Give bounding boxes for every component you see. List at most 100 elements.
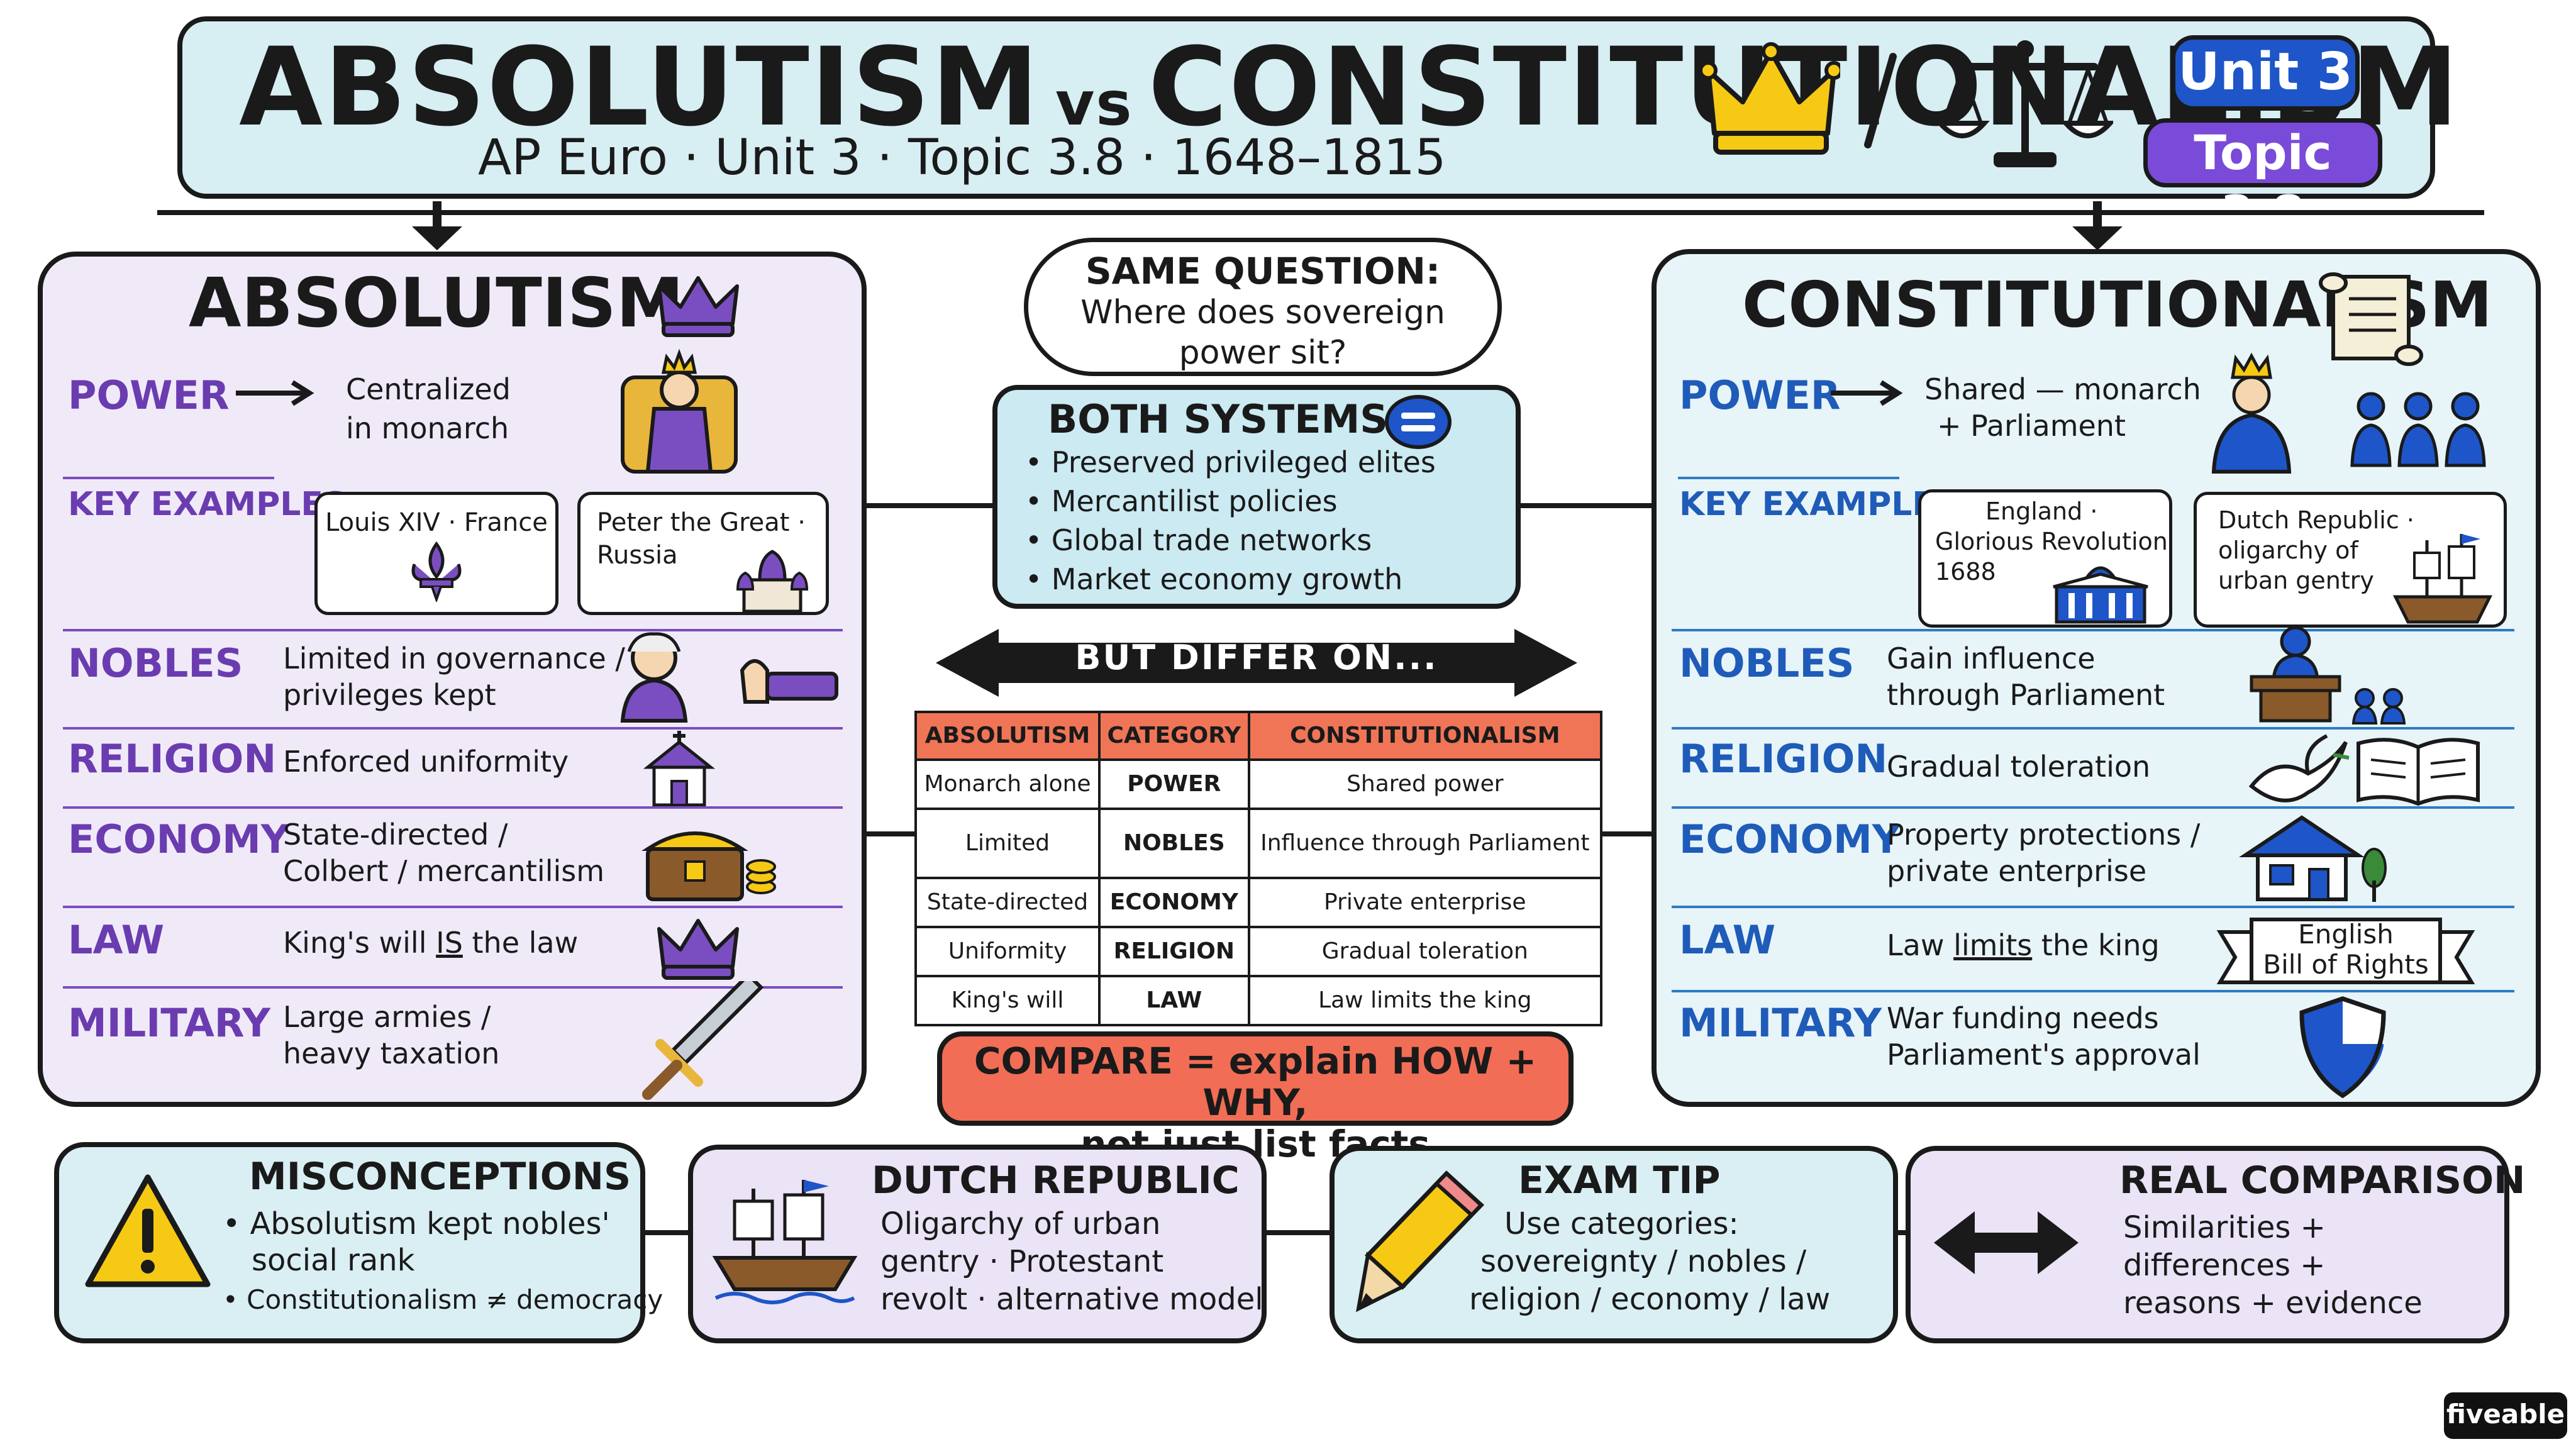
law-text-emphasis: limits	[1953, 928, 2033, 962]
religion-text: Gradual toleration	[1887, 750, 2151, 784]
row-divider	[63, 986, 843, 989]
slash-divider-icon	[1864, 53, 1897, 148]
both-bullet: • Preserved privileged elites	[1025, 445, 1436, 479]
law-text-post: the law	[462, 926, 579, 960]
misconception-text: Absolutism kept nobles'	[250, 1206, 610, 1241]
row-divider	[1672, 806, 2514, 809]
power-text-line2: in monarch	[346, 411, 509, 445]
table-cell: Limited	[914, 808, 1101, 879]
scroll-icon	[2319, 272, 2423, 366]
fleur-de-lis-icon	[411, 541, 462, 604]
both-bullet: • Mercantilist policies	[1025, 484, 1338, 518]
differ-label: BUT DIFFER ON...	[1075, 638, 1438, 677]
example-text: Louis XIV · France	[325, 508, 548, 537]
shield-icon	[2299, 996, 2386, 1099]
military-text-line2: Parliament's approval	[1887, 1038, 2201, 1072]
crown-icon	[657, 276, 739, 337]
connector-line	[1601, 831, 1653, 836]
row-divider	[1678, 477, 1899, 479]
title-banner	[177, 16, 2435, 199]
connector-line	[1518, 503, 1653, 508]
row-divider	[63, 906, 843, 908]
table-cell: Law limits the king	[1247, 975, 1603, 1026]
row-label-economy: ECONOMY	[1679, 816, 1901, 862]
table-cell: State-directed	[914, 877, 1101, 928]
compare-note: COMPARE = explain HOW + WHY, not just li…	[937, 1031, 1574, 1165]
question-title: SAME QUESTION:	[1085, 250, 1441, 292]
church-icon	[643, 731, 716, 807]
title-left: ABSOLUTISM	[239, 24, 1040, 150]
table-cell: ECONOMY	[1098, 877, 1250, 928]
both-systems-title: BOTH SYSTEMS:	[1048, 396, 1404, 442]
table-row: Limited NOBLES Influence through Parliam…	[914, 808, 1603, 879]
economy-text-line2: Colbert / mercantilism	[283, 854, 605, 888]
arrow-right-icon	[1831, 380, 1903, 406]
example-text-line3: 1688	[1935, 558, 1996, 586]
same-question-cloud: SAME QUESTION: Where does sovereign powe…	[1024, 238, 1502, 376]
table-cell: King's will	[914, 975, 1101, 1026]
arrow-down-icon	[2072, 201, 2123, 250]
table-cell: Shared power	[1247, 758, 1603, 810]
real-comparison-line: differences +	[2123, 1248, 2326, 1283]
row-label-power: POWER	[68, 372, 230, 418]
question-line2: power sit?	[1179, 334, 1347, 372]
connector-line	[867, 503, 995, 508]
table-cell: Monarch alone	[914, 758, 1101, 810]
row-label-power: POWER	[1679, 372, 1841, 418]
example-card-england: England · Glorious Revolution 1688	[1918, 489, 2172, 628]
table-header: CONSTITUTIONALISM	[1247, 711, 1603, 761]
real-comparison-title: REAL COMPARISON	[2119, 1158, 2526, 1202]
table-cell: LAW	[1098, 975, 1250, 1026]
bill-of-rights-label: English Bill of Rights	[2251, 919, 2440, 980]
arrow-down-icon	[412, 201, 462, 250]
header-divider	[157, 210, 2484, 215]
exam-tip-line: sovereignty / nobles /	[1480, 1244, 1807, 1279]
row-divider	[1672, 727, 2514, 730]
topic-badge: Topic 3.8	[2143, 118, 2382, 241]
power-text-line2: + Parliament	[1937, 409, 2126, 443]
law-text-pre: Law	[1887, 928, 1954, 962]
table-row: Uniformity RELIGION Gradual toleration	[914, 926, 1603, 977]
row-label-law: LAW	[1679, 917, 1776, 963]
law-text-pre: King's will	[283, 926, 436, 960]
row-divider	[63, 477, 274, 479]
open-book-icon	[2357, 738, 2480, 806]
nobles-text-line2: privileges kept	[283, 678, 496, 712]
power-text-line1: Shared — monarch	[1924, 372, 2201, 406]
king-on-throne-icon	[621, 348, 738, 474]
both-bullet: • Market economy growth	[1025, 562, 1403, 596]
row-divider	[63, 727, 843, 730]
compare-line1: COMPARE = explain HOW + WHY,	[974, 1040, 1537, 1124]
power-text-line1: Centralized	[346, 372, 511, 406]
table-cell: RELIGION	[1098, 926, 1250, 977]
dutch-line: gentry · Protestant	[880, 1244, 1164, 1279]
onion-dome-church-icon	[736, 550, 809, 613]
people-group-icon	[2350, 392, 2486, 467]
row-label-economy: ECONOMY	[68, 816, 289, 862]
misconception-bullet: • Absolutism kept nobles'	[223, 1206, 610, 1241]
banner-line2: Bill of Rights	[2263, 949, 2429, 980]
law-text: King's will IS the law	[283, 924, 578, 961]
both-bullet-text: Mercantilist policies	[1051, 484, 1338, 518]
connector-line	[1265, 1230, 1331, 1235]
arrow-right-icon	[236, 380, 314, 406]
example-text-line2: Glorious Revolution	[1935, 528, 2168, 555]
connector-line	[867, 831, 916, 836]
economy-text-line2: private enterprise	[1887, 854, 2147, 888]
brand-logo: fiveable	[2444, 1392, 2567, 1439]
row-divider	[63, 629, 843, 631]
title-vs: vs	[1055, 69, 1133, 139]
nobles-text-line1: Gain influence	[1887, 641, 2096, 675]
warning-icon	[85, 1174, 211, 1287]
table-row: Monarch alone POWER Shared power	[914, 758, 1603, 810]
question-line1: Where does sovereign	[1080, 294, 1445, 331]
exam-tip-title: EXAM TIP	[1518, 1158, 1721, 1202]
real-comparison-line: Similarities +	[2123, 1210, 2326, 1245]
banner-ribbon-icon	[2216, 918, 2475, 984]
law-text-post: the king	[2032, 928, 2160, 962]
economy-text-line1: Property protections /	[1887, 818, 2201, 852]
example-text-line3: urban gentry	[2218, 567, 2374, 594]
crown-icon	[657, 919, 739, 980]
exam-tip-line: religion / economy / law	[1469, 1282, 1831, 1317]
table-cell: POWER	[1098, 758, 1250, 810]
